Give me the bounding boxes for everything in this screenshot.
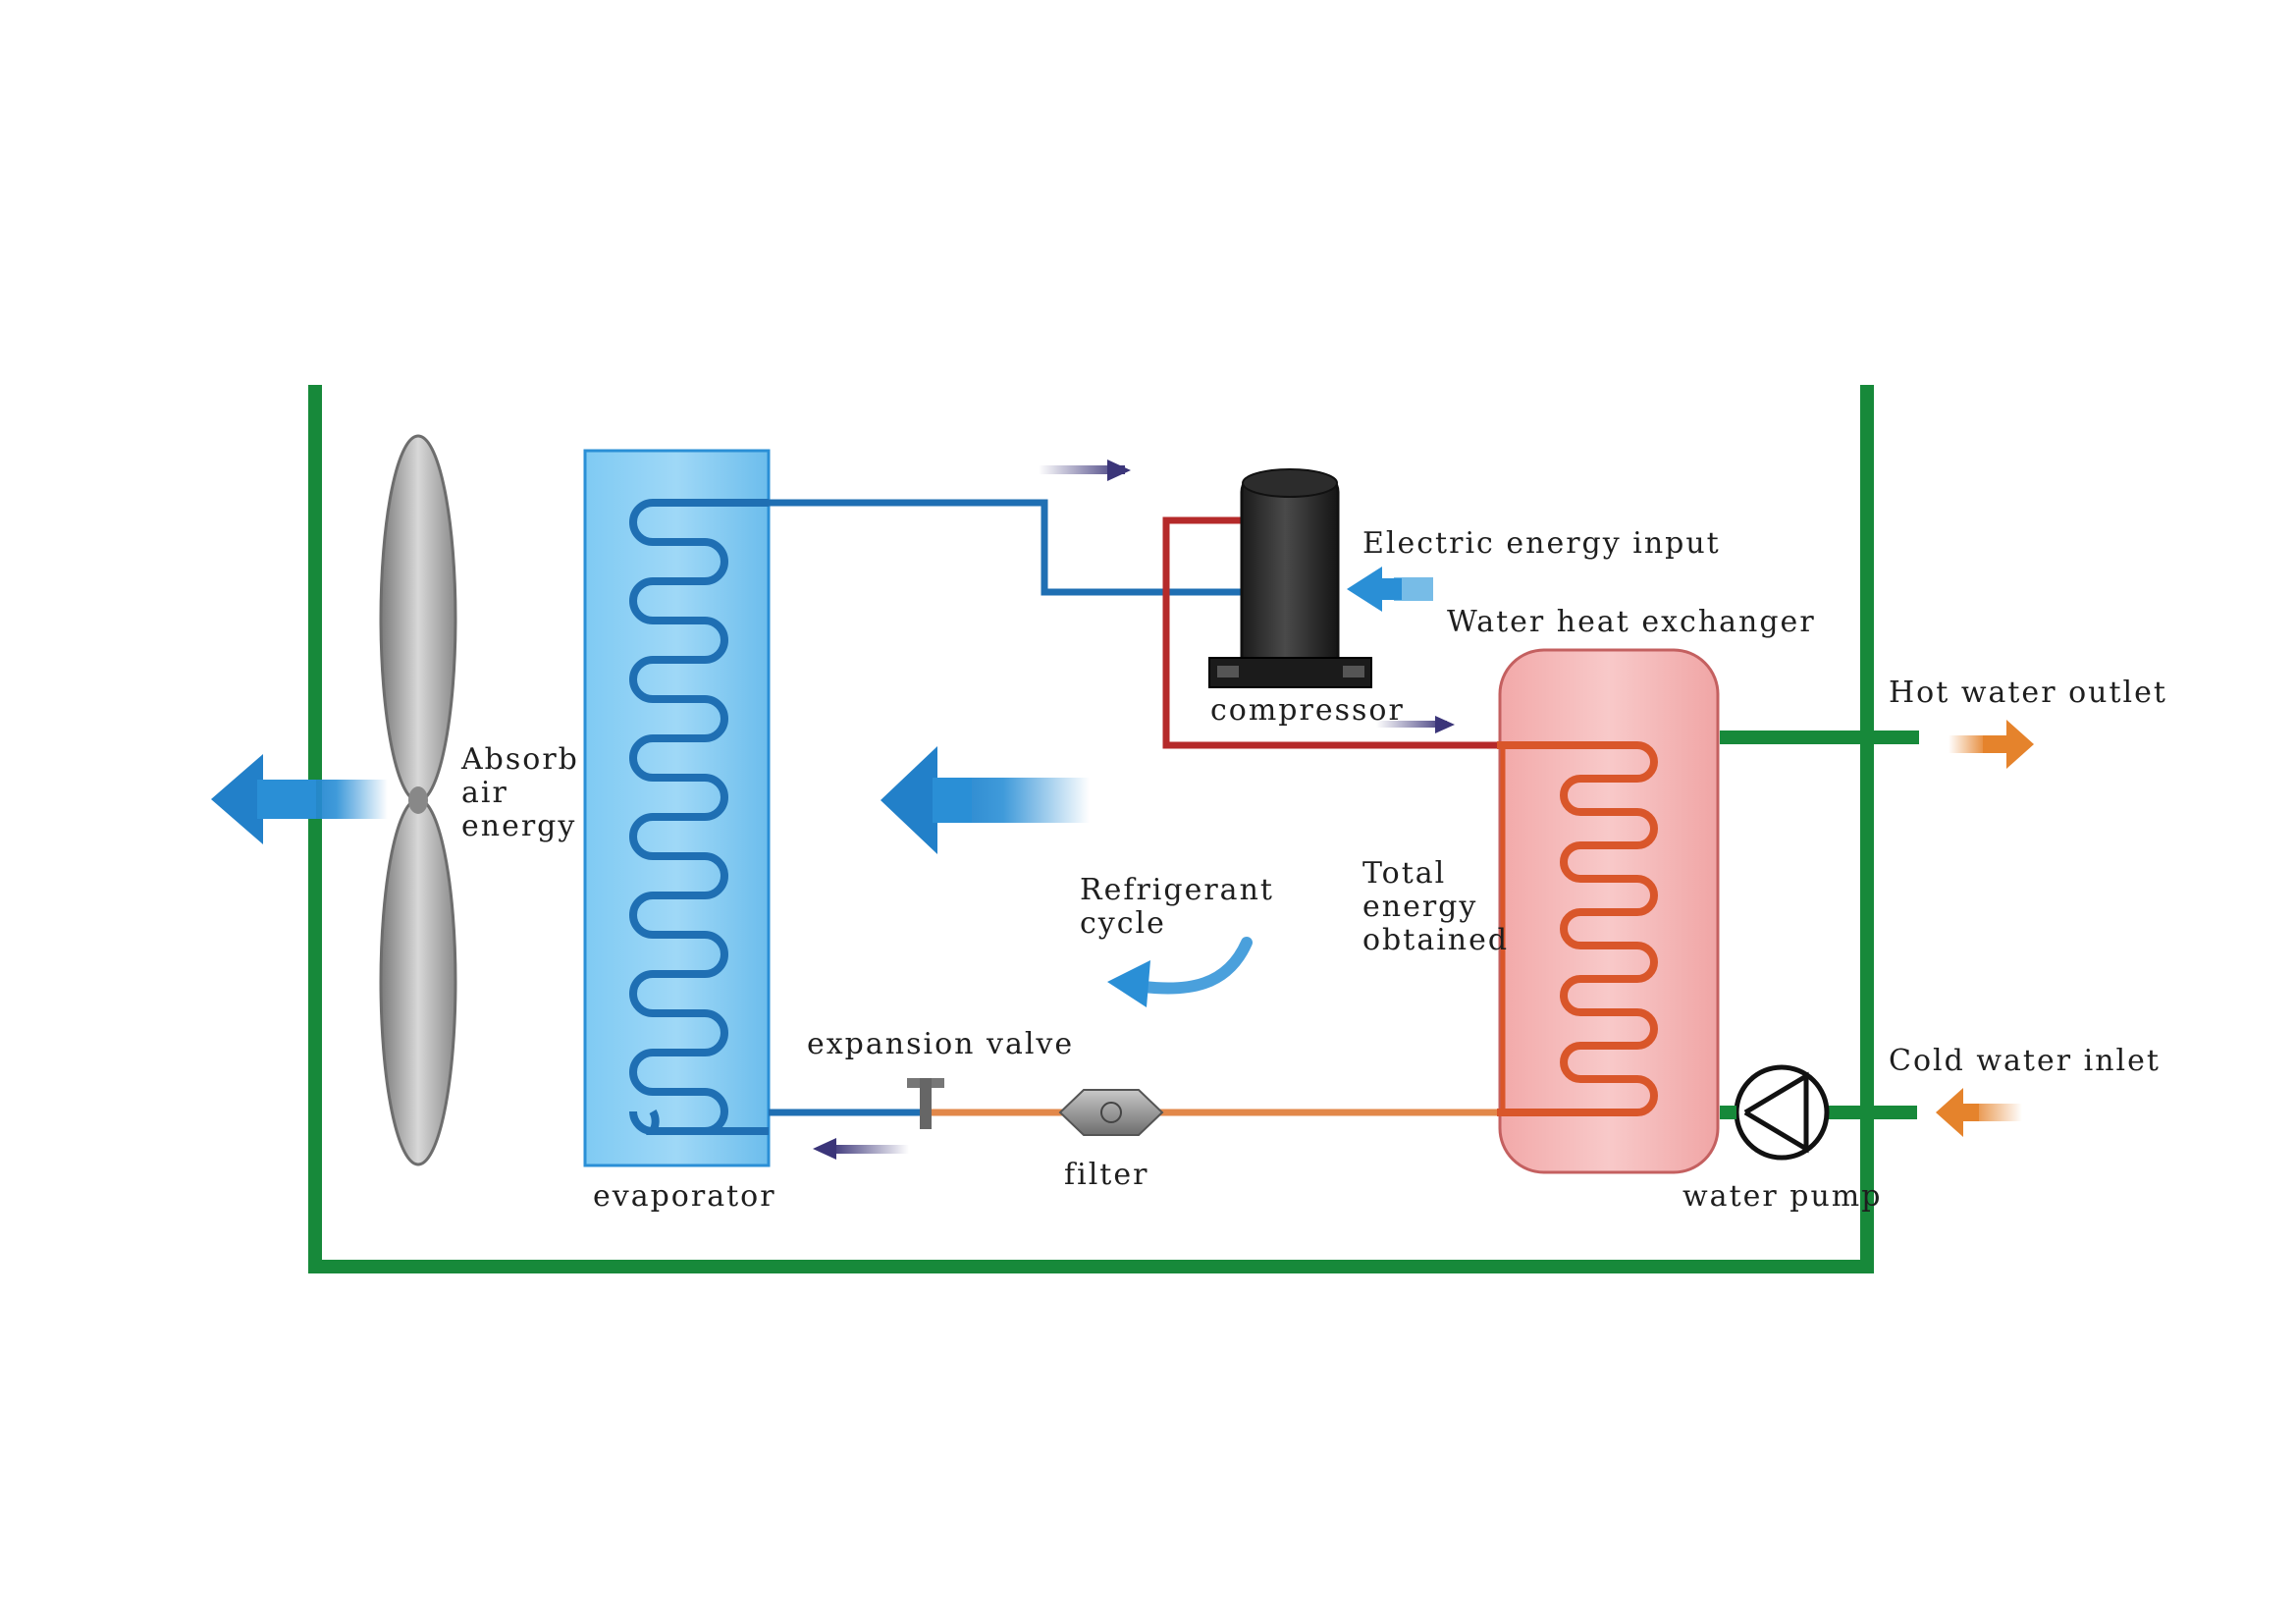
cold-water-inlet-label: Cold water inlet xyxy=(1889,1044,2161,1078)
absorb-air-energy-label: Absorb air energy xyxy=(461,742,579,843)
water-pump-label: water pump xyxy=(1682,1179,1883,1214)
compressor-icon xyxy=(1208,468,1372,688)
compressor-label: compressor xyxy=(1210,693,1405,728)
electric-energy-input-label: Electric energy input xyxy=(1362,526,1721,561)
electric-input-arrow-icon xyxy=(1347,567,1433,612)
hot-water-outlet-label: Hot water outlet xyxy=(1889,676,2167,710)
expansion-valve-icon xyxy=(907,1078,944,1129)
water-heat-exchanger-icon xyxy=(1497,648,1720,1174)
suction-flow-arrow-icon xyxy=(1039,460,1131,481)
pump-icon xyxy=(1734,1064,1830,1161)
cold-water-inlet-arrow-icon xyxy=(1936,1088,2022,1137)
expansion-valve-label: expansion valve xyxy=(807,1027,1075,1061)
refrigerant-cycle-arrow-icon xyxy=(1107,937,1253,1007)
evaporator-label: evaporator xyxy=(593,1179,776,1214)
water-circuit-frame xyxy=(308,385,1919,1273)
air-flow-arrow-icon xyxy=(881,746,1090,854)
air-outflow-arrow-icon xyxy=(211,754,388,844)
evaporator-coil xyxy=(629,499,769,1135)
discharge-flow-arrow-icon xyxy=(1376,716,1455,733)
refrigerant-cycle-label: Refrigerant cycle xyxy=(1080,873,1274,941)
exchanger-coil xyxy=(1497,741,1658,1116)
filter-icon xyxy=(1058,1089,1164,1136)
evaporator-icon xyxy=(583,449,771,1167)
filter-label: filter xyxy=(1064,1158,1149,1192)
discharge-line xyxy=(1162,516,1497,749)
fan-icon xyxy=(379,434,457,1166)
hot-water-outlet-arrow-icon xyxy=(1949,720,2034,769)
suction-line xyxy=(769,499,1247,596)
total-energy-obtained-label: Total energy obtained xyxy=(1362,856,1510,957)
liquid-flow-arrow-icon xyxy=(813,1138,909,1160)
water-heat-exchanger-label: Water heat exchanger xyxy=(1447,605,1816,639)
